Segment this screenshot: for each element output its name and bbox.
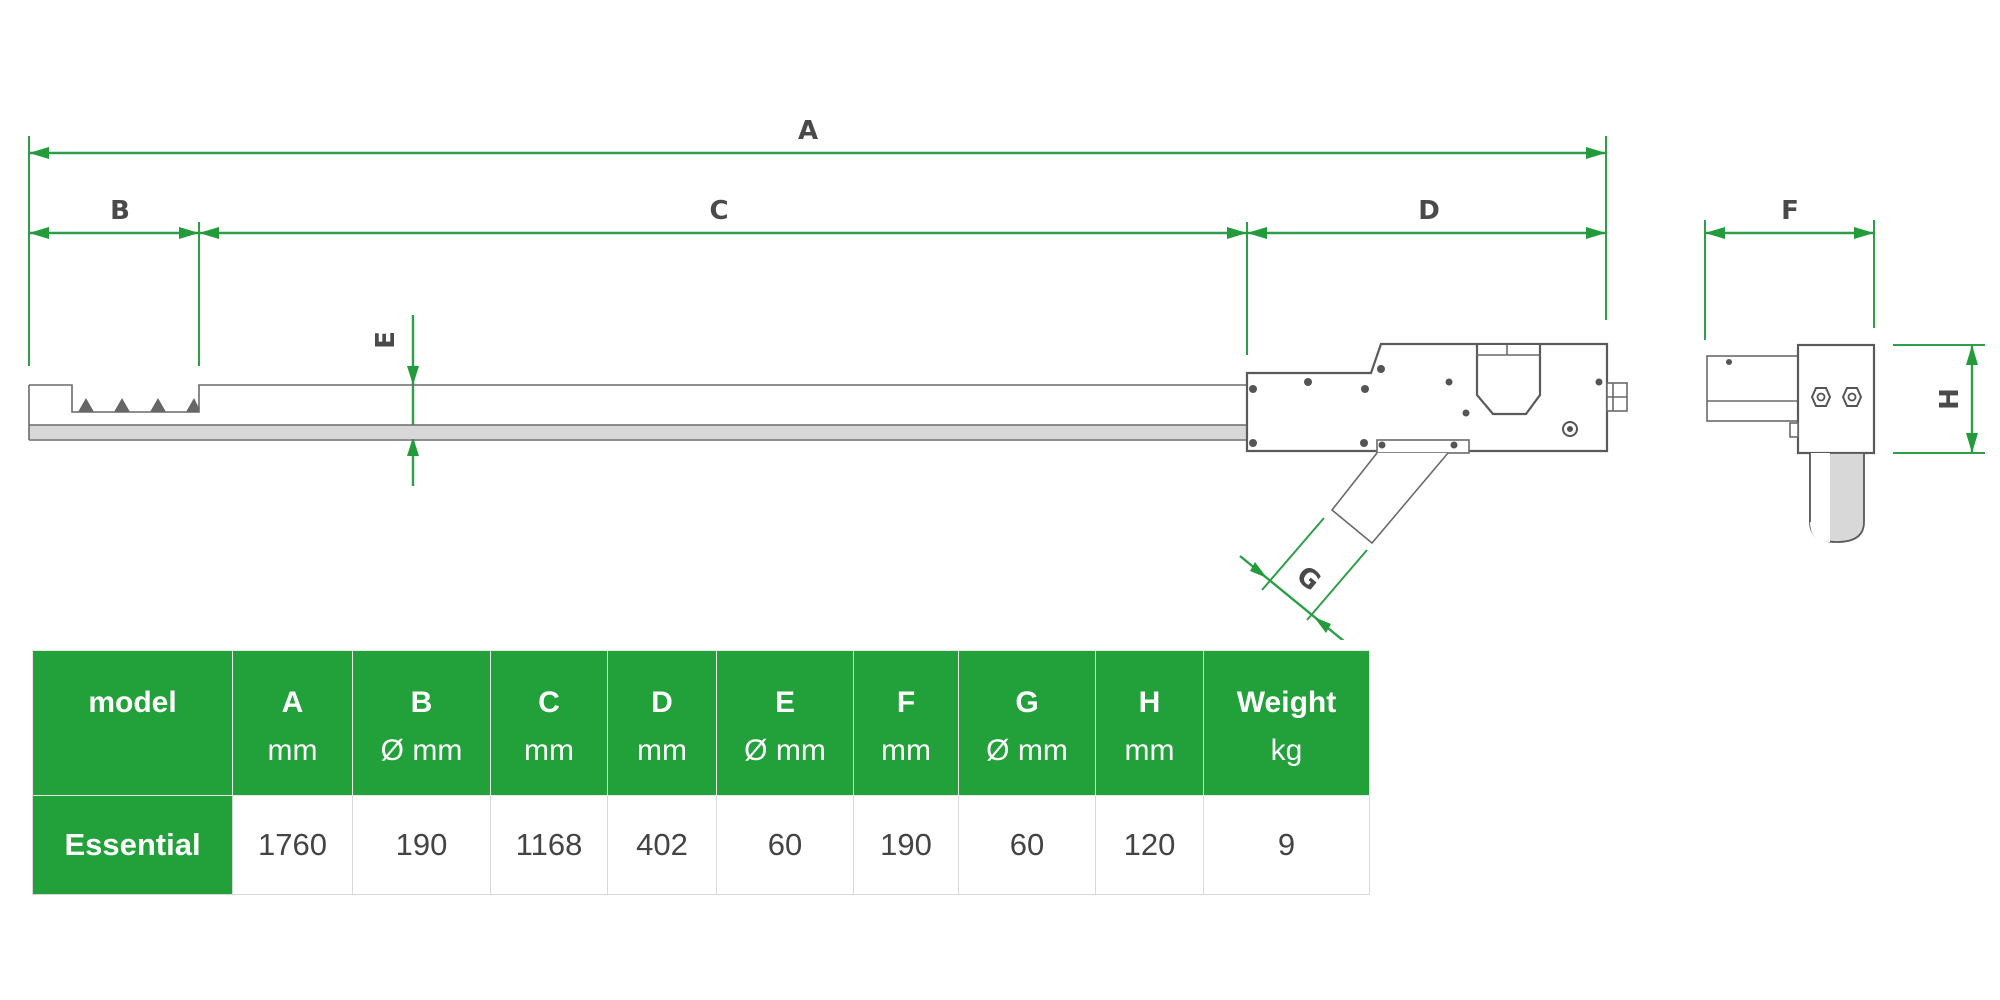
dimension-h: H <box>1935 345 1978 453</box>
dimension-label-b: B <box>110 196 130 226</box>
cell-weight: 9 <box>1203 795 1370 895</box>
header-unit: mm <box>881 734 931 767</box>
header-unit: Ø mm <box>986 734 1068 767</box>
header-b: B Ø mm <box>352 650 491 796</box>
header-label: F <box>896 686 916 719</box>
cell-model: Essential <box>32 795 233 895</box>
header-unit: mm <box>267 734 318 767</box>
cell-g: 60 <box>958 795 1096 895</box>
header-unit: Ø mm <box>380 734 463 767</box>
motor-end-view <box>1706 343 1876 543</box>
header-label: A <box>281 686 304 719</box>
header-unit: mm <box>524 734 574 767</box>
dimension-label-f: F <box>1781 196 1799 226</box>
dimension-label-e: E <box>371 331 401 349</box>
table-row: Essential 1760 190 1168 402 60 190 60 12… <box>32 795 1370 895</box>
header-g: G Ø mm <box>958 650 1096 796</box>
header-unit: Ø mm <box>744 734 826 767</box>
dimension-d: D <box>1247 196 1606 239</box>
header-label: E <box>774 686 795 719</box>
cell-d: 402 <box>607 795 717 895</box>
dimension-b: B <box>29 196 199 239</box>
dimension-label-a: A <box>798 116 818 146</box>
header-unit: mm <box>637 734 687 767</box>
dimension-f: F <box>1705 196 1874 239</box>
header-label: H <box>1138 686 1161 719</box>
header-weight: Weight kg <box>1203 650 1370 796</box>
dimension-g: G <box>1239 517 1368 640</box>
dimension-label-g: G <box>1290 561 1326 598</box>
rack-teeth <box>78 398 199 412</box>
header-label: D <box>651 686 673 719</box>
cell-h: 120 <box>1095 795 1204 895</box>
technical-drawing: A B C D E <box>28 116 1985 640</box>
cell-f: 190 <box>853 795 959 895</box>
dimension-label-h: H <box>1935 388 1965 410</box>
extension-lines <box>28 136 1985 454</box>
header-label: Weight <box>1236 686 1337 719</box>
dimension-a: A <box>29 116 1606 159</box>
cable-glands <box>1810 387 1863 407</box>
dimension-e: E <box>371 315 419 486</box>
dimension-c: C <box>199 196 1247 239</box>
header-unit: kg <box>1270 734 1303 767</box>
dimension-label-d: D <box>1418 196 1440 226</box>
header-model: model <box>32 650 233 796</box>
cell-c: 1168 <box>490 795 608 895</box>
cell-e: 60 <box>716 795 854 895</box>
cell-b: 190 <box>352 795 491 895</box>
header-label: B <box>410 686 433 719</box>
dimension-label-c: C <box>709 196 728 226</box>
header-label: model <box>88 686 177 719</box>
cell-a: 1760 <box>232 795 353 895</box>
beam-part <box>28 384 1247 441</box>
header-label: C <box>538 686 560 719</box>
header-e: E Ø mm <box>716 650 854 796</box>
screw-holes <box>1249 365 1603 449</box>
motor-housing-side-view <box>1245 342 1628 545</box>
header-unit: mm <box>1124 734 1175 767</box>
header-label: G <box>1015 686 1039 719</box>
